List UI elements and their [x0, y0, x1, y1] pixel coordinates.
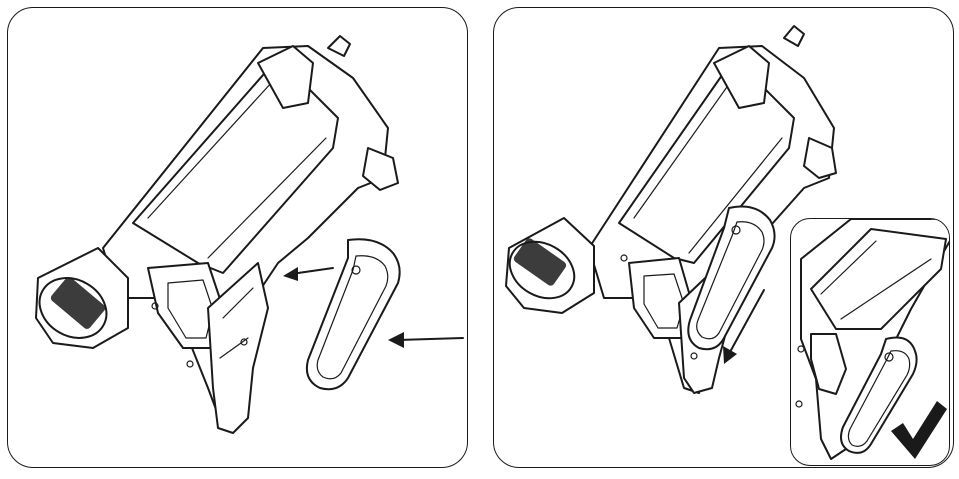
panel-step-1 [7, 7, 468, 468]
arrow-slide-down [723, 289, 765, 364]
arrow-slide-left-lower [388, 332, 464, 348]
inset-cover-locked [790, 218, 950, 466]
exhaust-grille [50, 277, 106, 329]
step-2-illustration [505, 25, 837, 394]
step-1-illustration [35, 35, 464, 434]
vacuum-body [505, 25, 837, 394]
arrow-slide-left-upper [283, 267, 334, 281]
side-cover [687, 205, 776, 351]
inset-illustration [795, 219, 949, 460]
panel-step-2 [493, 7, 954, 468]
exhaust-grille [513, 238, 567, 286]
checkmark-icon [891, 401, 947, 459]
side-cover [305, 238, 401, 391]
